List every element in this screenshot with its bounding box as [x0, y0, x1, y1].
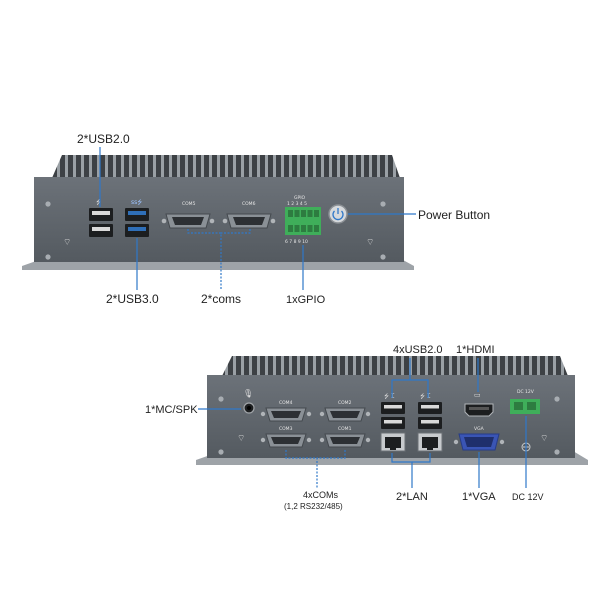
- hdmi-port: [464, 403, 494, 417]
- bottom-screw: [218, 449, 224, 455]
- com2-port-label: COM2: [338, 400, 352, 406]
- top-usb3-ports: [125, 208, 149, 237]
- usb-icon: ⭍ ⌶: [420, 392, 431, 400]
- power-icon: [332, 208, 344, 221]
- label-vga: 1*VGA: [462, 491, 496, 503]
- com6-port: [222, 213, 276, 229]
- bottom-screw: [554, 396, 560, 402]
- label-bottom-coms-sub: (1,2 RS232/485): [284, 502, 343, 511]
- com5-port-label: COM5: [182, 201, 196, 207]
- audio-jack-icon: 🎙: [243, 389, 253, 398]
- dc-terminal: [510, 399, 540, 414]
- wifi-antenna-icon: ⌔: [366, 238, 374, 248]
- lan-ports: [380, 432, 443, 452]
- com4-port: [260, 407, 312, 422]
- vga-port: [453, 433, 505, 451]
- bottom-heatsink: [222, 356, 568, 376]
- power-button[interactable]: [328, 204, 348, 224]
- gpio-pins-bottom: 6 7 8 9 10: [285, 239, 308, 245]
- com4-port-label: COM4: [279, 400, 293, 406]
- com1-port-label: COM1: [338, 426, 352, 432]
- label-dc-12v: DC 12V: [512, 492, 544, 502]
- usb-icon: ⭍ ⌶: [384, 392, 395, 400]
- top-device: ⌔ ⌔ ⭍ ss⭍ COM5 COM6: [22, 155, 414, 270]
- com5-port: [161, 213, 215, 229]
- gpio-title: GPIO: [294, 195, 306, 201]
- usb-icon: ⭍: [96, 198, 101, 206]
- label-bottom-usb2: 4xUSB2.0: [393, 344, 443, 356]
- bottom-usb2-ports: [381, 402, 442, 429]
- audio-jack: [243, 402, 255, 414]
- bottom-screw: [554, 449, 560, 455]
- label-top-gpio: 1xGPIO: [286, 294, 326, 306]
- label-bottom-coms: 4xCOMs: [303, 490, 339, 500]
- vga-port-label: VGA: [474, 426, 485, 432]
- label-power-button: Power Button: [418, 208, 490, 222]
- com3-port-label: COM3: [279, 426, 293, 432]
- label-mic-spk: 1*MC/SPK: [145, 404, 198, 416]
- label-top-coms: 2*coms: [201, 292, 241, 306]
- top-heatsink: [52, 155, 400, 178]
- label-top-usb2: 2*USB2.0: [77, 132, 130, 146]
- com3-port: [260, 433, 312, 448]
- gpio-connector: [285, 207, 321, 235]
- com6-port-label: COM6: [242, 201, 256, 207]
- wifi-antenna-icon: ⌔: [237, 434, 245, 444]
- bottom-device: ⌔ ⌔ 🎙 COM4 COM2 COM3 COM1: [196, 356, 588, 465]
- top-callouts: 2*USB2.0 2*USB3.0 2*coms 1xGPIO Power Bu…: [77, 132, 490, 306]
- top-screw: [380, 254, 386, 260]
- wifi-antenna-icon: ⌔: [540, 434, 548, 444]
- top-screw: [380, 201, 386, 207]
- label-hdmi: 1*HDMI: [456, 344, 495, 356]
- com1-port: [319, 433, 371, 448]
- top-screw: [45, 254, 51, 260]
- bottom-screw: [218, 396, 224, 402]
- gpio-pins-top: 1 2 3 4 5: [287, 201, 307, 207]
- bottom-callouts: 4xUSB2.0 1*HDMI 1*MC/SPK 4xCOMs (1,2 RS2…: [145, 344, 544, 511]
- wifi-antenna-icon: ⌔: [63, 238, 71, 248]
- usb-icon: ss⭍: [131, 198, 142, 206]
- top-screw: [45, 201, 51, 207]
- label-lan: 2*LAN: [396, 491, 428, 503]
- com2-port: [319, 407, 371, 422]
- hdmi-icon: ▭: [474, 391, 481, 399]
- label-top-usb3: 2*USB3.0: [106, 292, 159, 306]
- dc-port-label: DC 12V: [517, 389, 535, 395]
- top-usb2-ports: [89, 208, 113, 237]
